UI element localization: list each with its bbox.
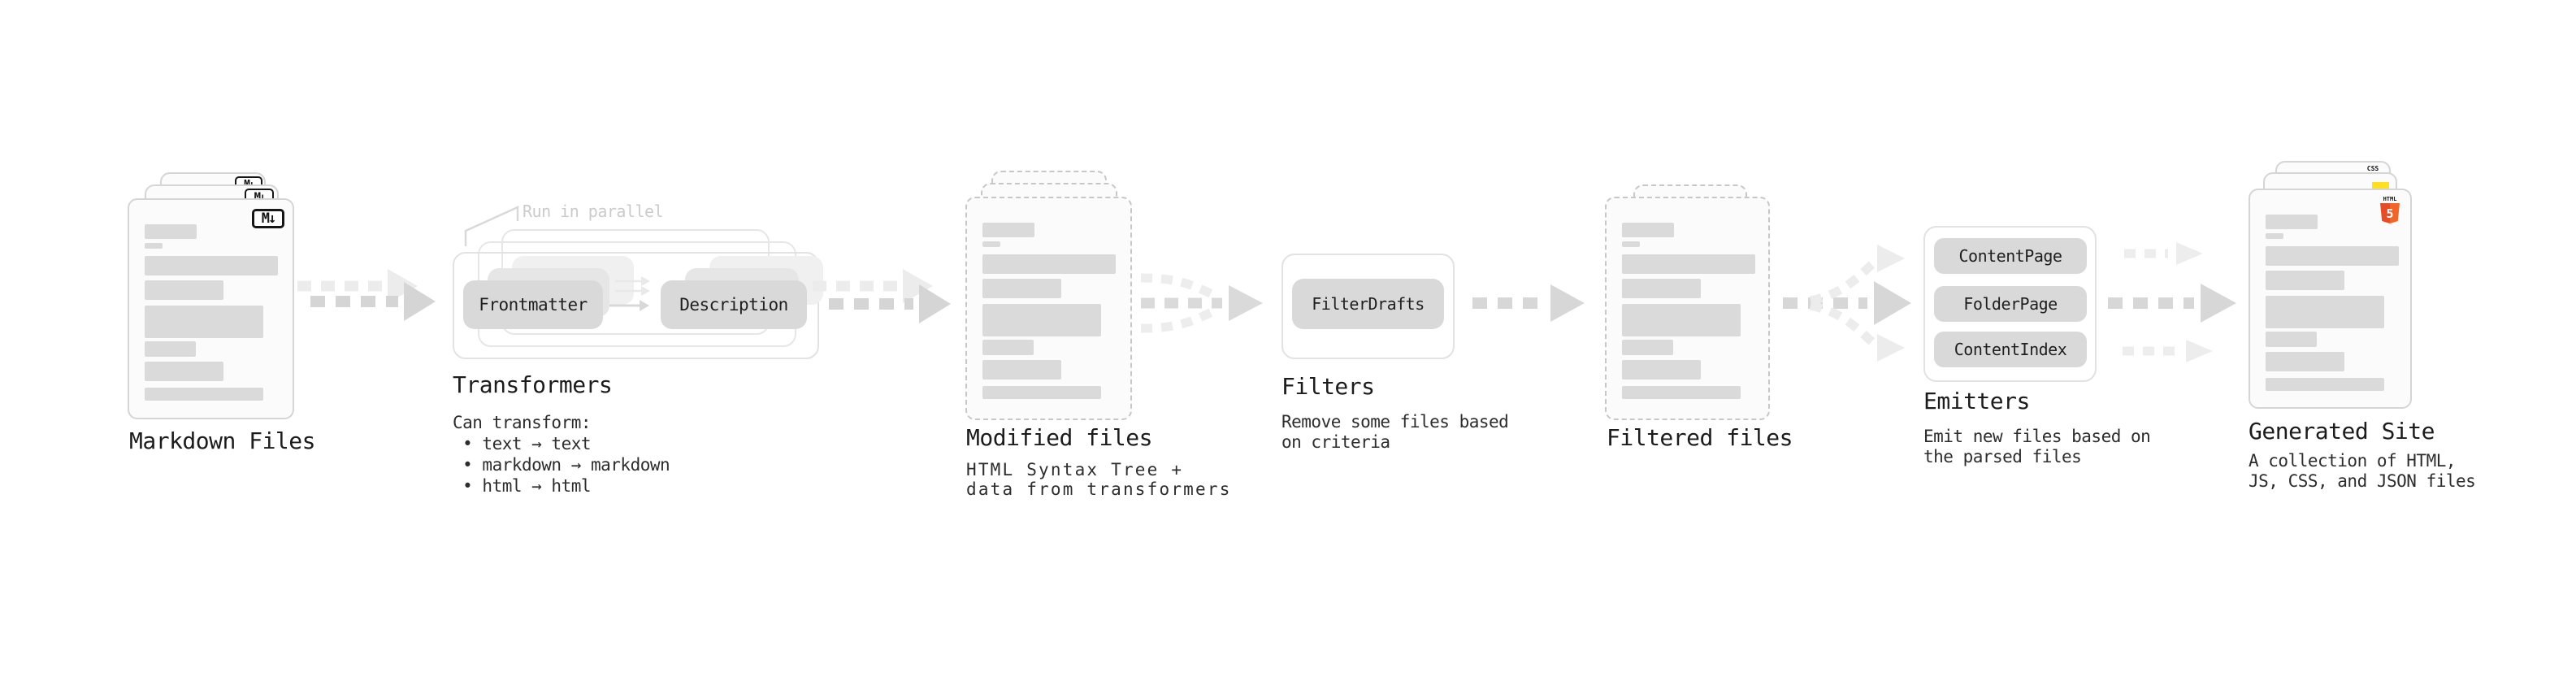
arrow-markdown-to-transformers [297, 269, 436, 321]
skeleton-bar [1622, 223, 1674, 237]
stage-title-markdown-files: Markdown Files [129, 427, 316, 454]
stage-title-emitters: Emitters [1923, 388, 2030, 414]
markdown-icon: M↓ [252, 209, 284, 228]
stage-title-transformers: Transformers [453, 371, 613, 398]
skeleton-bar [2266, 296, 2384, 328]
arrow-modified-to-filters-merge [1140, 273, 1263, 333]
skeleton-bar [982, 340, 1034, 355]
skeleton-bar [982, 241, 1000, 247]
skeleton-bar [2266, 233, 2283, 239]
filters-caption: Remove some files based on criteria [1281, 412, 1509, 452]
skeleton-bar [982, 254, 1116, 274]
skeleton-bar [145, 362, 223, 381]
skeleton-bar [145, 256, 278, 275]
arrows-emitters-to-generated [2108, 242, 2236, 362]
html5-icon-word: HTML [2383, 196, 2397, 202]
skeleton-bar [982, 304, 1101, 336]
skeleton-bar [1622, 340, 1673, 355]
skeleton-bar [1622, 360, 1701, 380]
run-in-parallel-label: Run in parallel [523, 202, 664, 221]
arrow-filters-to-filtered [1472, 284, 1585, 322]
generated-file-card-html: HTML 5 [2249, 189, 2412, 409]
transformer-box-front [453, 252, 819, 359]
skeleton-bar [982, 223, 1034, 237]
filter-pill-filterdrafts: FilterDrafts [1292, 279, 1444, 329]
transformers-caption: Can transform: • text → text • markdown … [453, 413, 670, 496]
skeleton-bar [1622, 304, 1741, 336]
skeleton-bar [145, 280, 223, 300]
arrow-filtered-to-emitters-fanout [1783, 245, 1911, 362]
arrow-transformers-to-modified [813, 269, 951, 323]
html5-icon: HTML 5 [2380, 196, 2400, 223]
skeleton-bar [982, 360, 1061, 380]
skeleton-bar [2266, 215, 2318, 229]
skeleton-bar [145, 224, 197, 239]
skeleton-bar [982, 386, 1101, 399]
skeleton-bar [145, 306, 263, 338]
emitters-box [1923, 226, 2097, 382]
generated-site-caption: A collection of HTML, JS, CSS, and JSON … [2249, 451, 2476, 491]
skeleton-bar [145, 388, 263, 401]
skeleton-bar [2266, 246, 2399, 266]
modified-file-card-front [965, 197, 1132, 420]
skeleton-bar [1622, 386, 1741, 399]
css-icon-label: CSS [2366, 165, 2379, 172]
skeleton-bar [982, 279, 1061, 298]
stage-title-modified-files: Modified files [966, 424, 1153, 451]
skeleton-bar [2266, 271, 2344, 290]
skeleton-bar [145, 341, 196, 357]
transformer-pill-description: Description [661, 280, 807, 329]
stage-title-generated-site: Generated Site [2249, 418, 2435, 445]
emitter-pill-folderpage: FolderPage [1934, 286, 2087, 322]
filtered-file-card-front [1605, 197, 1770, 420]
skeleton-bar [2266, 378, 2384, 391]
stage-title-filtered-files: Filtered files [1607, 424, 1793, 451]
skeleton-bar [2266, 352, 2344, 371]
modified-files-caption: HTML Syntax Tree + data from transformer… [966, 460, 1232, 499]
emitter-pill-contentindex: ContentIndex [1934, 332, 2087, 367]
skeleton-bar [145, 243, 163, 249]
skeleton-bar [2266, 332, 2317, 347]
skeleton-bar [1622, 241, 1640, 247]
html5-icon-five: 5 [2386, 206, 2393, 221]
transformer-pill-frontmatter: Frontmatter [463, 280, 603, 329]
markdown-file-card-front: M↓ [128, 198, 294, 419]
filters-box [1281, 254, 1455, 359]
stage-title-filters: Filters [1281, 373, 1375, 400]
emitters-caption: Emit new files based on the parsed files [1923, 427, 2151, 466]
skeleton-bar [1622, 254, 1755, 274]
emitter-pill-contentpage: ContentPage [1934, 238, 2087, 274]
skeleton-bar [1622, 279, 1701, 298]
